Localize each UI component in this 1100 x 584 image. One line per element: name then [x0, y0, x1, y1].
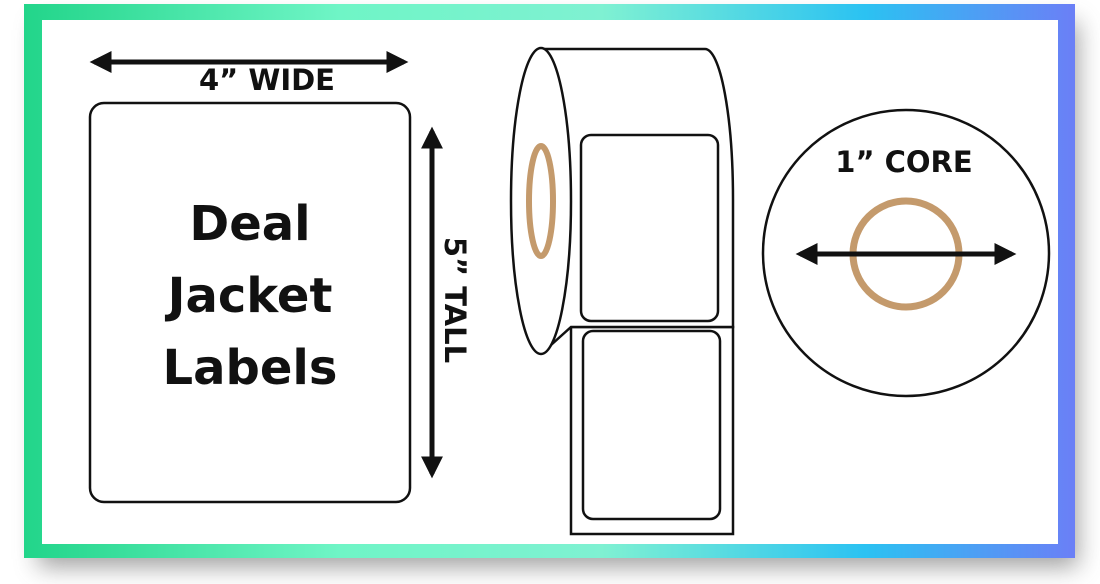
roll-core-ring [526, 143, 556, 259]
label-roll [509, 46, 735, 536]
label-title-line-1: Deal [189, 196, 311, 252]
core-label: 1” CORE [835, 145, 972, 179]
width-dimension: 4” WIDE [89, 50, 409, 97]
height-dimension: 5” TALL [420, 126, 472, 479]
roll-label-bottom [581, 329, 722, 521]
roll-end [509, 46, 573, 356]
label-title-line-2: Jacket [167, 268, 333, 324]
label-sheet [88, 101, 412, 504]
roll-label-top [579, 133, 720, 323]
label-title-line-3: Labels [162, 340, 338, 396]
core-view: 1” CORE [761, 108, 1051, 398]
height-label: 5” TALL [438, 237, 472, 363]
width-label: 4” WIDE [199, 63, 335, 97]
